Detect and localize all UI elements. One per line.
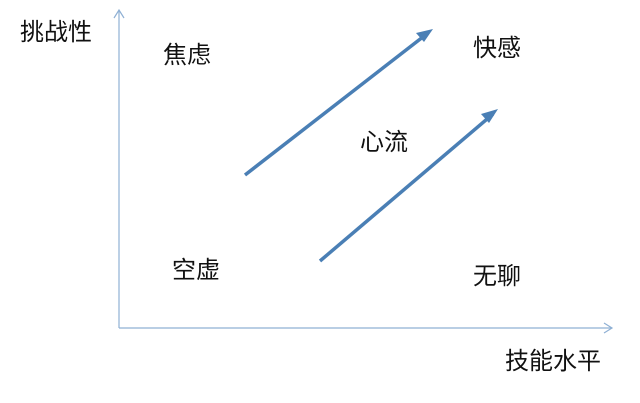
flow-arrows	[243, 29, 498, 263]
y-axis-label: 挑战性	[20, 18, 92, 46]
upper-arrowhead	[416, 29, 433, 42]
lower-arrow	[318, 112, 495, 263]
region-emptiness: 空虚	[172, 256, 220, 284]
region-boredom: 无聊	[473, 262, 521, 290]
x-axis-arrowhead	[603, 322, 614, 334]
region-pleasure: 快感	[473, 34, 521, 62]
y-axis-arrowhead	[113, 8, 125, 19]
axes	[113, 8, 614, 334]
upper-arrow	[243, 31, 430, 177]
x-axis-label: 技能水平	[505, 347, 601, 375]
region-flow: 心流	[360, 128, 408, 156]
region-anxiety: 焦虑	[163, 41, 211, 69]
lower-arrowhead	[481, 109, 498, 123]
